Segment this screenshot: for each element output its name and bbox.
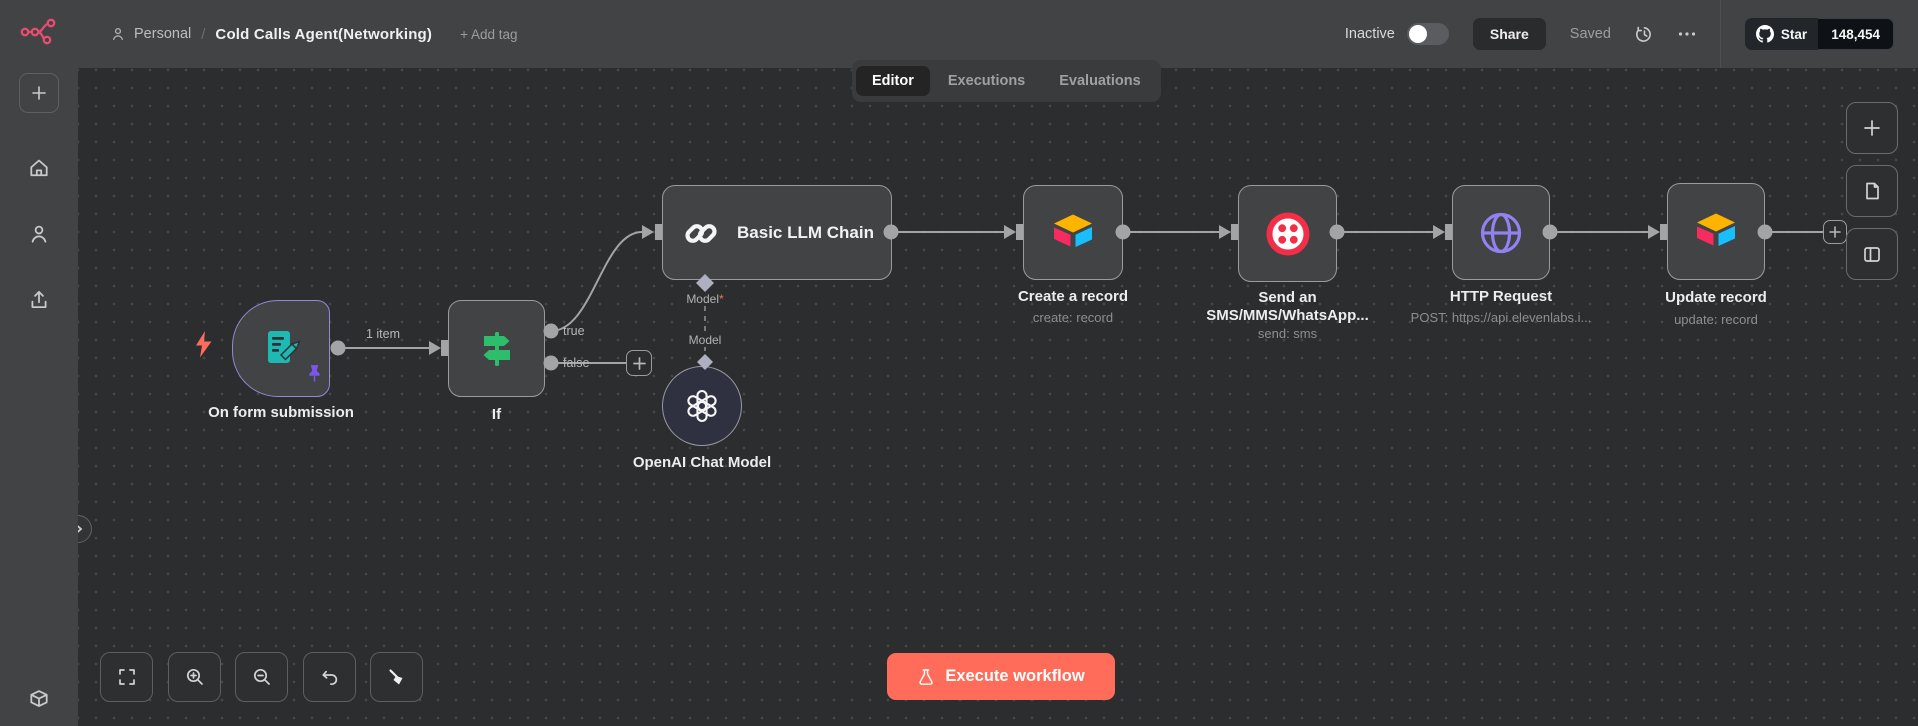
breadcrumb-separator: / [201, 25, 206, 43]
node-subtitle: send: sms [1257, 326, 1318, 341]
left-sidebar [0, 0, 78, 726]
sidebar-item-templates[interactable] [28, 688, 50, 710]
github-star-label: Star [1780, 26, 1808, 42]
project-person-icon [113, 28, 123, 40]
more-options-button[interactable] [1678, 31, 1696, 37]
node-basic-llm-chain[interactable]: Basic LLM Chain [662, 185, 892, 280]
history-button[interactable] [1635, 25, 1654, 44]
node-label: On form submission [208, 404, 354, 421]
undo-button[interactable] [303, 652, 356, 702]
plus-icon [632, 356, 646, 370]
model-port-label: Model [678, 333, 732, 347]
if-filter-icon [483, 331, 510, 366]
github-star-count[interactable]: 148,454 [1818, 18, 1894, 50]
zoom-out-button[interactable] [235, 652, 288, 702]
node-openai-chat-model[interactable]: OpenAI Chat Model [633, 366, 771, 471]
zoom-in-icon [186, 668, 203, 685]
package-icon [30, 690, 48, 707]
sidebar-item-home[interactable] [28, 157, 50, 179]
upload-icon [31, 290, 47, 309]
if-output-true-label: true [563, 324, 585, 338]
github-icon [1755, 25, 1774, 43]
chain-icon [685, 223, 717, 243]
broom-icon [388, 669, 402, 685]
fit-view-button[interactable] [100, 652, 153, 702]
activation-toggle[interactable] [1406, 23, 1449, 45]
node-label: Create a record [1017, 288, 1129, 305]
toggle-panel-button[interactable] [1846, 228, 1898, 280]
add-tag-button[interactable]: + Add tag [460, 26, 518, 42]
header-divider [1719, 0, 1721, 68]
history-icon [1635, 26, 1651, 42]
zoom-out-icon [253, 668, 270, 685]
node-label: OpenAI Chat Model [632, 454, 772, 471]
add-workflow-button[interactable] [19, 73, 59, 113]
panel-icon [1864, 247, 1880, 262]
saved-status: Saved [1569, 26, 1611, 42]
add-node-panel-button[interactable] [1846, 102, 1898, 154]
airtable-icon [1697, 213, 1735, 246]
home-icon [30, 159, 48, 177]
n8n-logo [20, 16, 58, 51]
add-node-false-branch-button[interactable] [626, 350, 652, 376]
openai-icon [687, 389, 717, 423]
sidebar-item-upload[interactable] [28, 289, 50, 311]
airtable-icon [1054, 214, 1092, 247]
user-icon [31, 225, 47, 243]
node-label: HTTP Request [1449, 288, 1553, 305]
tab-executions[interactable]: Executions [947, 73, 1026, 89]
view-tabs: Editor Executions Evaluations [852, 60, 1161, 102]
add-node-end-button[interactable] [1823, 220, 1847, 244]
toggle-knob [1408, 25, 1427, 43]
node-create-a-record[interactable]: Create a record create: record [1018, 185, 1128, 325]
tab-editor[interactable]: Editor [856, 66, 930, 96]
node-if[interactable]: If [448, 300, 545, 423]
ellipsis-icon [1678, 32, 1696, 36]
node-label: If [491, 406, 502, 423]
node-subtitle: create: record [1032, 310, 1114, 325]
plus-icon [1829, 226, 1841, 238]
share-button[interactable]: Share [1472, 18, 1546, 50]
top-header: Personal / Cold Calls Agent(Networking) … [78, 0, 1918, 68]
plus-icon [1864, 120, 1880, 136]
node-http-request[interactable]: HTTP Request POST: https://api.elevenlab… [1411, 185, 1591, 325]
twilio-icon [1266, 212, 1309, 255]
undo-icon [321, 670, 337, 685]
node-send-sms-twilio[interactable]: Send an SMS/MMS/WhatsApp... send: sms [1206, 185, 1369, 341]
form-icon [268, 330, 301, 363]
github-star-widget[interactable]: Star 148,454 [1744, 18, 1894, 50]
breadcrumb: Personal [110, 26, 191, 42]
node-subtitle: POST: https://api.elevenlabs.i... [1410, 310, 1592, 325]
node-inline-title: Basic LLM Chain [737, 222, 874, 242]
breadcrumb-project[interactable]: Personal [134, 26, 192, 42]
note-icon [1866, 182, 1879, 200]
node-subtitle: update: record [1674, 312, 1758, 327]
zoom-in-button[interactable] [168, 652, 221, 702]
activation-status-label: Inactive [1344, 26, 1395, 42]
add-sticky-note-button[interactable] [1846, 165, 1898, 217]
globe-icon [1480, 212, 1522, 253]
tidy-up-button[interactable] [370, 652, 423, 702]
node-label: Send an SMS/MMS/WhatsApp... [1206, 289, 1369, 324]
header-actions: Inactive Share Saved Star 148,454 [1345, 0, 1894, 68]
github-star-button[interactable]: Star [1744, 18, 1819, 50]
tab-evaluations[interactable]: Evaluations [1059, 73, 1141, 89]
workflow-canvas[interactable]: 1 item true false On fo [64, 68, 1918, 726]
node-update-record[interactable]: Update record update: record [1665, 183, 1767, 327]
node-on-form-submission[interactable]: On form submission [196, 300, 354, 421]
execute-workflow-button[interactable]: Execute workflow [887, 653, 1115, 700]
flask-icon [919, 668, 933, 685]
sidebar-item-user[interactable] [28, 223, 50, 245]
connection-item-count: 1 item [365, 327, 401, 341]
workflow-title[interactable]: Cold Calls Agent(Networking) [215, 25, 433, 43]
pinned-data-icon [307, 364, 322, 388]
plus-icon [32, 86, 46, 100]
fit-view-icon [118, 669, 135, 685]
if-output-false-label: false [563, 356, 590, 370]
trigger-bolt-icon [196, 331, 212, 363]
node-label: Update record [1665, 289, 1767, 306]
connections-layer [330, 224, 1823, 371]
model-port-required-label: Model* [675, 292, 735, 306]
